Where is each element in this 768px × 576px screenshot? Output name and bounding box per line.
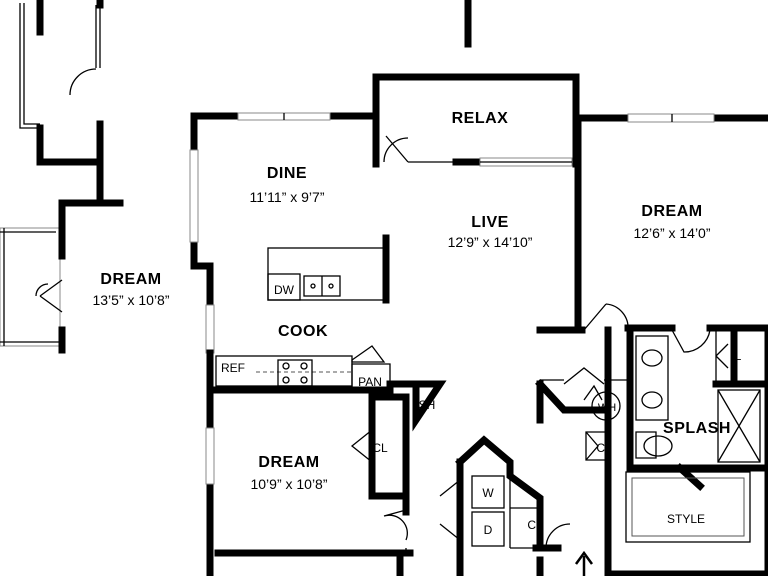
kitchen-island [267, 234, 390, 304]
room-name-dine: DINE [267, 165, 307, 182]
room-name-relax: RELAX [452, 110, 509, 127]
room-dims-dream-left: 13’5” x 10’8” [92, 292, 169, 308]
fixture-refrigerator: REF [221, 361, 245, 375]
room-name-cook: COOK [278, 323, 328, 340]
fixture-water-heater: WH [598, 402, 616, 414]
room-name-dream-left: DREAM [100, 271, 161, 288]
fixture-closet-laundry: CL [527, 518, 543, 532]
bathroom-fixtures [583, 335, 673, 459]
pantry [351, 345, 391, 391]
room-dims-dream-right: 12’6” x 14’0” [633, 225, 710, 241]
room-dims-live: 12’9” x 14’10” [448, 234, 533, 250]
room-name-style: STYLE [667, 512, 705, 526]
fixture-washer: W [482, 486, 494, 500]
room-name-dream-lower: DREAM [258, 454, 319, 471]
room-dims-dream-lower: 10’9” x 10’8” [250, 476, 327, 492]
washer-dryer [471, 475, 511, 548]
room-name-live: LIVE [471, 214, 509, 231]
room-dims-dine: 11’11” x 9’7” [250, 189, 325, 205]
fixture-dryer: D [484, 523, 493, 537]
room-name-dream-right: DREAM [641, 203, 702, 220]
fixture-closet-bath: CL [596, 441, 612, 455]
fixture-closet-lower: CL [372, 441, 388, 455]
fixture-linen: L [735, 349, 742, 363]
fixture-dishwasher: DW [274, 283, 295, 297]
left-unit [0, 0, 124, 354]
fixture-shelf: SH [419, 398, 436, 412]
main-unit-walls [189, 0, 768, 576]
arrow-up-icon [574, 550, 594, 576]
fixture-pantry: PAN [358, 375, 382, 389]
room-name-splash: SPLASH [663, 420, 731, 437]
